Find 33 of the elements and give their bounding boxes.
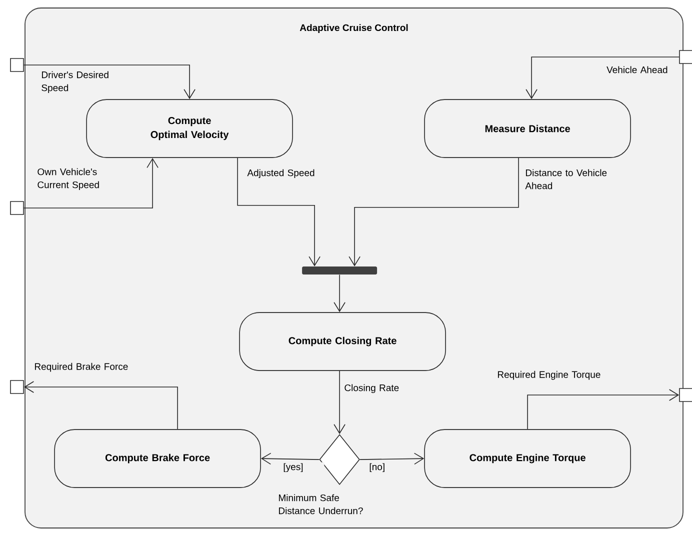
arrow — [260, 452, 320, 465]
action-box: Compute Engine Torque — [424, 429, 631, 488]
arrow — [24, 64, 196, 100]
guard-label: [yes] — [284, 463, 303, 472]
pin-box — [10, 380, 24, 394]
pin-box — [679, 50, 692, 64]
edge-label: Adjusted Speed — [247, 169, 314, 178]
arrow — [334, 370, 346, 434]
action-box: Compute Brake Force — [54, 429, 261, 488]
pin-label: Required Brake Force — [35, 362, 128, 372]
arrow — [24, 158, 158, 208]
action-box: Measure Distance — [424, 99, 631, 158]
arrow — [237, 158, 320, 266]
fork-bar — [302, 266, 378, 275]
arrow — [360, 452, 424, 465]
action-box: Compute Optimal Velocity — [86, 99, 293, 158]
arrow — [526, 56, 680, 100]
pin-box — [10, 58, 24, 72]
pin-box — [10, 201, 24, 215]
pin-label: Driver's Desired Speed — [42, 71, 108, 94]
pin-label: Required Engine Torque — [498, 370, 600, 380]
edge-label: Closing Rate — [344, 384, 399, 394]
arrow — [24, 381, 178, 430]
arrow — [348, 158, 519, 266]
pin-label: Own Vehicle's Current Speed — [38, 168, 99, 190]
pin-box — [679, 388, 692, 402]
action-box: Compute Closing Rate — [239, 312, 446, 371]
pin-label: Vehicle Ahead — [606, 66, 668, 74]
arrow — [527, 389, 680, 430]
guard-label: [no] — [370, 463, 384, 472]
edge-label: Distance to Vehicle Ahead — [525, 169, 607, 190]
arrow — [334, 274, 346, 312]
decision-label: Minimum Safe Distance Underrun? — [279, 494, 363, 514]
